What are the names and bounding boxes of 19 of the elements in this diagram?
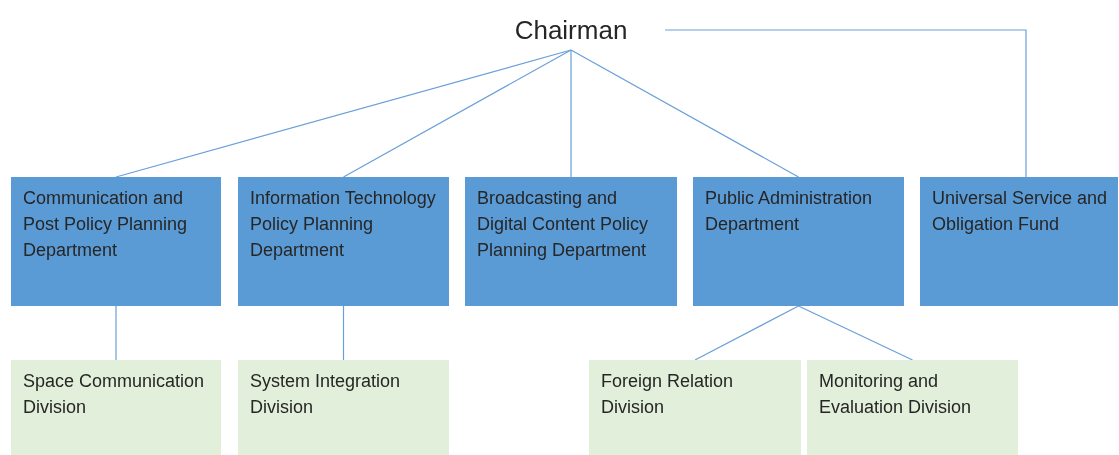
division-box: Space Communication Division	[11, 360, 221, 455]
division-box: Monitoring and Evaluation Division	[807, 360, 1018, 455]
department-box: Communication and Post Policy Planning Department	[11, 177, 221, 306]
department-box: Broadcasting and Digital Content Policy Planning Department	[465, 177, 677, 306]
connector-line	[797, 305, 914, 361]
connector-line	[664, 29, 1027, 178]
department-box: Universal Service and Obligation Fund	[920, 177, 1118, 306]
connector-line	[694, 305, 800, 361]
connector-line	[570, 49, 572, 178]
connector-line	[115, 305, 117, 361]
chairman-label: Chairman	[500, 10, 642, 50]
department-box: Public Administration Department	[693, 177, 904, 306]
department-box: Information Technology Policy Planning Department	[238, 177, 449, 306]
division-box: System Integration Division	[238, 360, 449, 455]
connector-line	[115, 49, 572, 178]
connector-line	[342, 49, 572, 178]
connector-line	[570, 49, 800, 178]
connector-line	[342, 305, 345, 361]
division-box: Foreign Relation Division	[589, 360, 801, 455]
